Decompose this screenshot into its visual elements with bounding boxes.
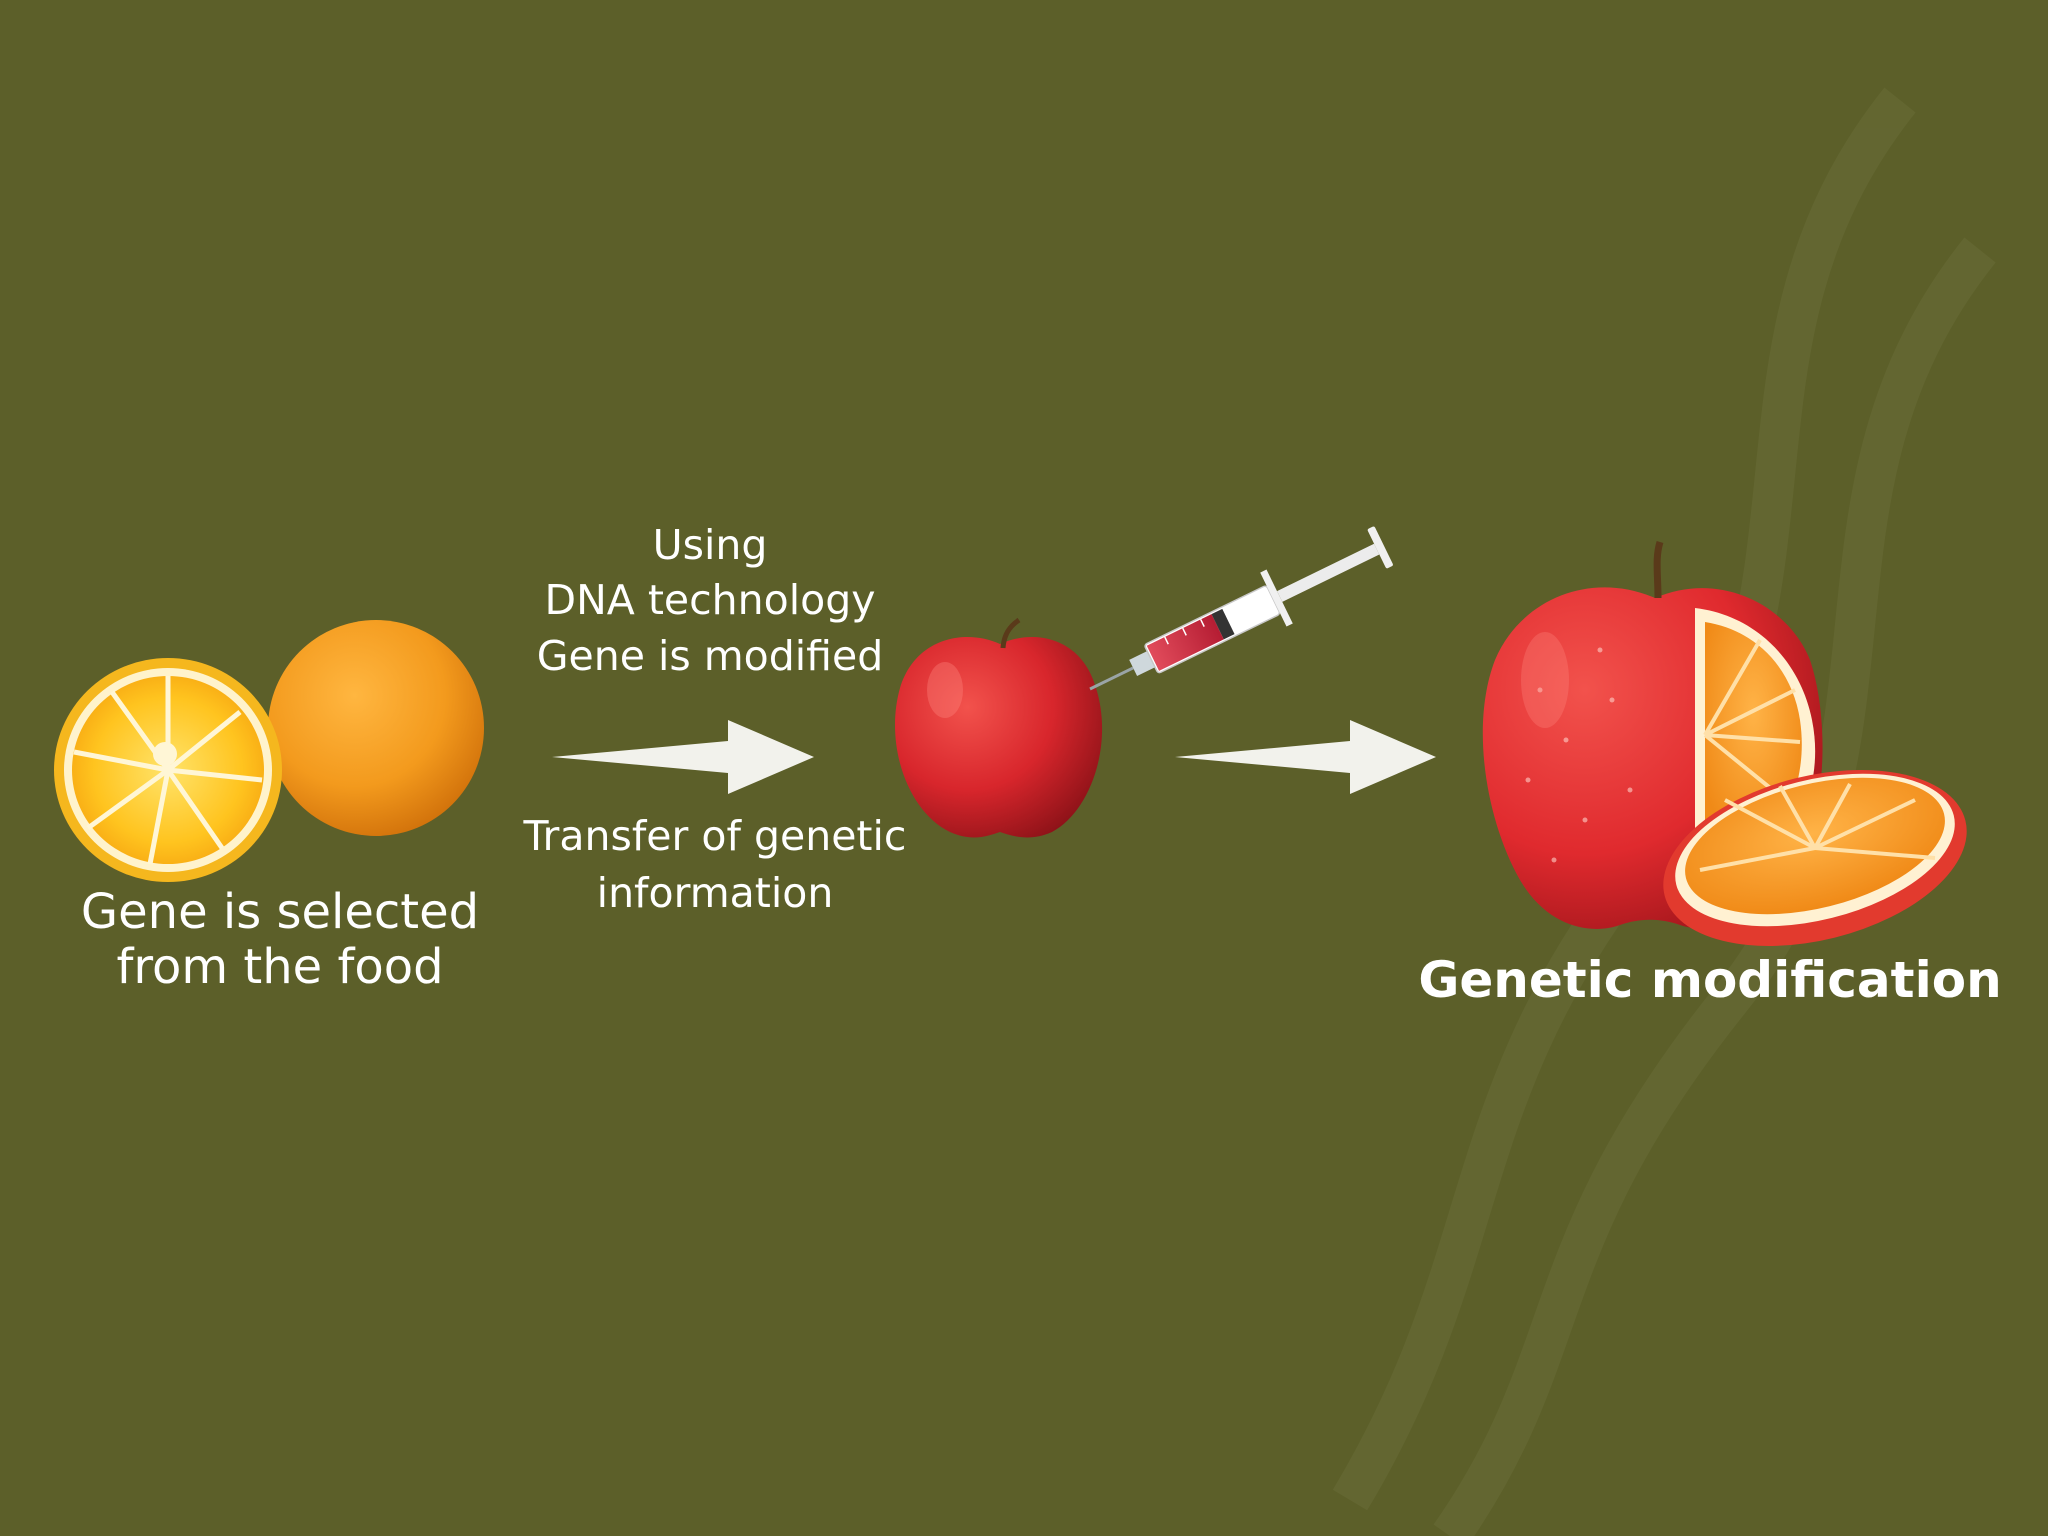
process-bottom-line-2: information [505,865,925,922]
process-top-label: Using DNA technology Gene is modified [500,518,920,684]
process-top-line-1: Using [500,518,920,573]
arrow-right-icon [1175,720,1436,794]
process-top-line-3: Gene is modified [500,629,920,684]
source-step-line-1: Gene is selected [40,885,520,940]
apple-icon [895,620,1102,837]
orange-halves-icon [54,620,484,882]
process-bottom-line-1: Transfer of genetic [505,808,925,865]
syringe-icon [1077,519,1397,716]
source-step-label: Gene is selected from the food [40,885,520,995]
result-step-line-1: Genetic modification [1400,952,2020,1010]
process-bottom-label: Transfer of genetic information [505,808,925,923]
arrow-right-icon [552,720,814,794]
process-top-line-2: DNA technology [500,573,920,628]
source-step-line-2: from the food [40,940,520,995]
result-step-label: Genetic modification [1400,952,2020,1010]
apple-orange-hybrid-icon [1483,542,1985,975]
